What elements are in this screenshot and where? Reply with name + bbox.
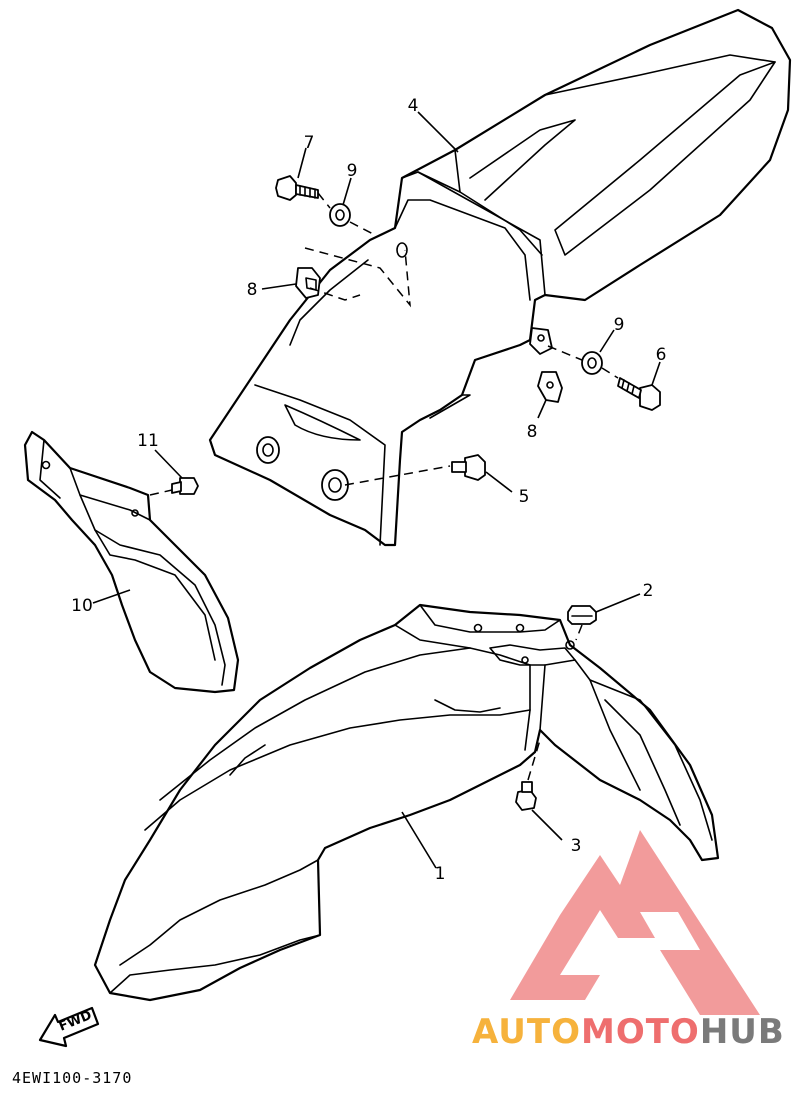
watermark-hub: HUB [700,1012,785,1052]
mud-flap [23,430,240,694]
watermark-text: AUTOMOTOHUB [472,1012,785,1052]
callout-8-lower: 8 [527,422,538,442]
callout-9-right: 9 [614,315,625,335]
callout-8-upper: 8 [247,280,258,300]
callout-2: 2 [643,581,654,601]
callout-3: 3 [571,836,582,856]
collar-part-9-right [581,351,603,375]
installation-lines [149,192,619,781]
bolt-part-11 [171,477,199,495]
clip-nut-part-8-fender [529,327,553,355]
callout-6: 6 [656,345,667,365]
watermark-moto: MOTO [581,1012,700,1052]
leader-lines [92,111,661,869]
callouts: 4 7 9 8 9 6 8 5 11 10 2 3 1 [71,96,666,884]
callout-1: 1 [435,864,446,884]
watermark-auto: AUTO [472,1012,581,1052]
front-fender [93,603,720,1002]
rear-fender [208,8,792,547]
callout-11: 11 [137,431,159,451]
callout-5: 5 [519,487,530,507]
callout-7: 7 [304,133,315,153]
fwd-arrow: FWD [38,1006,100,1048]
bolt-part-7 [275,175,319,201]
callout-10: 10 [71,596,93,616]
diagram-code: 4EWI100-3170 [12,1069,132,1087]
callout-4: 4 [408,96,419,116]
callout-9-upper: 9 [347,161,358,181]
clip-nut-part-8-lower [537,371,563,403]
grommet-part-2 [567,605,597,625]
clip-nut-part-8-upper [295,267,321,299]
collar-part-9-upper [329,203,351,227]
bolt-part-6 [617,377,661,411]
bolt-part-3 [515,781,537,811]
bolt-part-5 [451,454,486,481]
watermark-logo [510,830,760,1015]
